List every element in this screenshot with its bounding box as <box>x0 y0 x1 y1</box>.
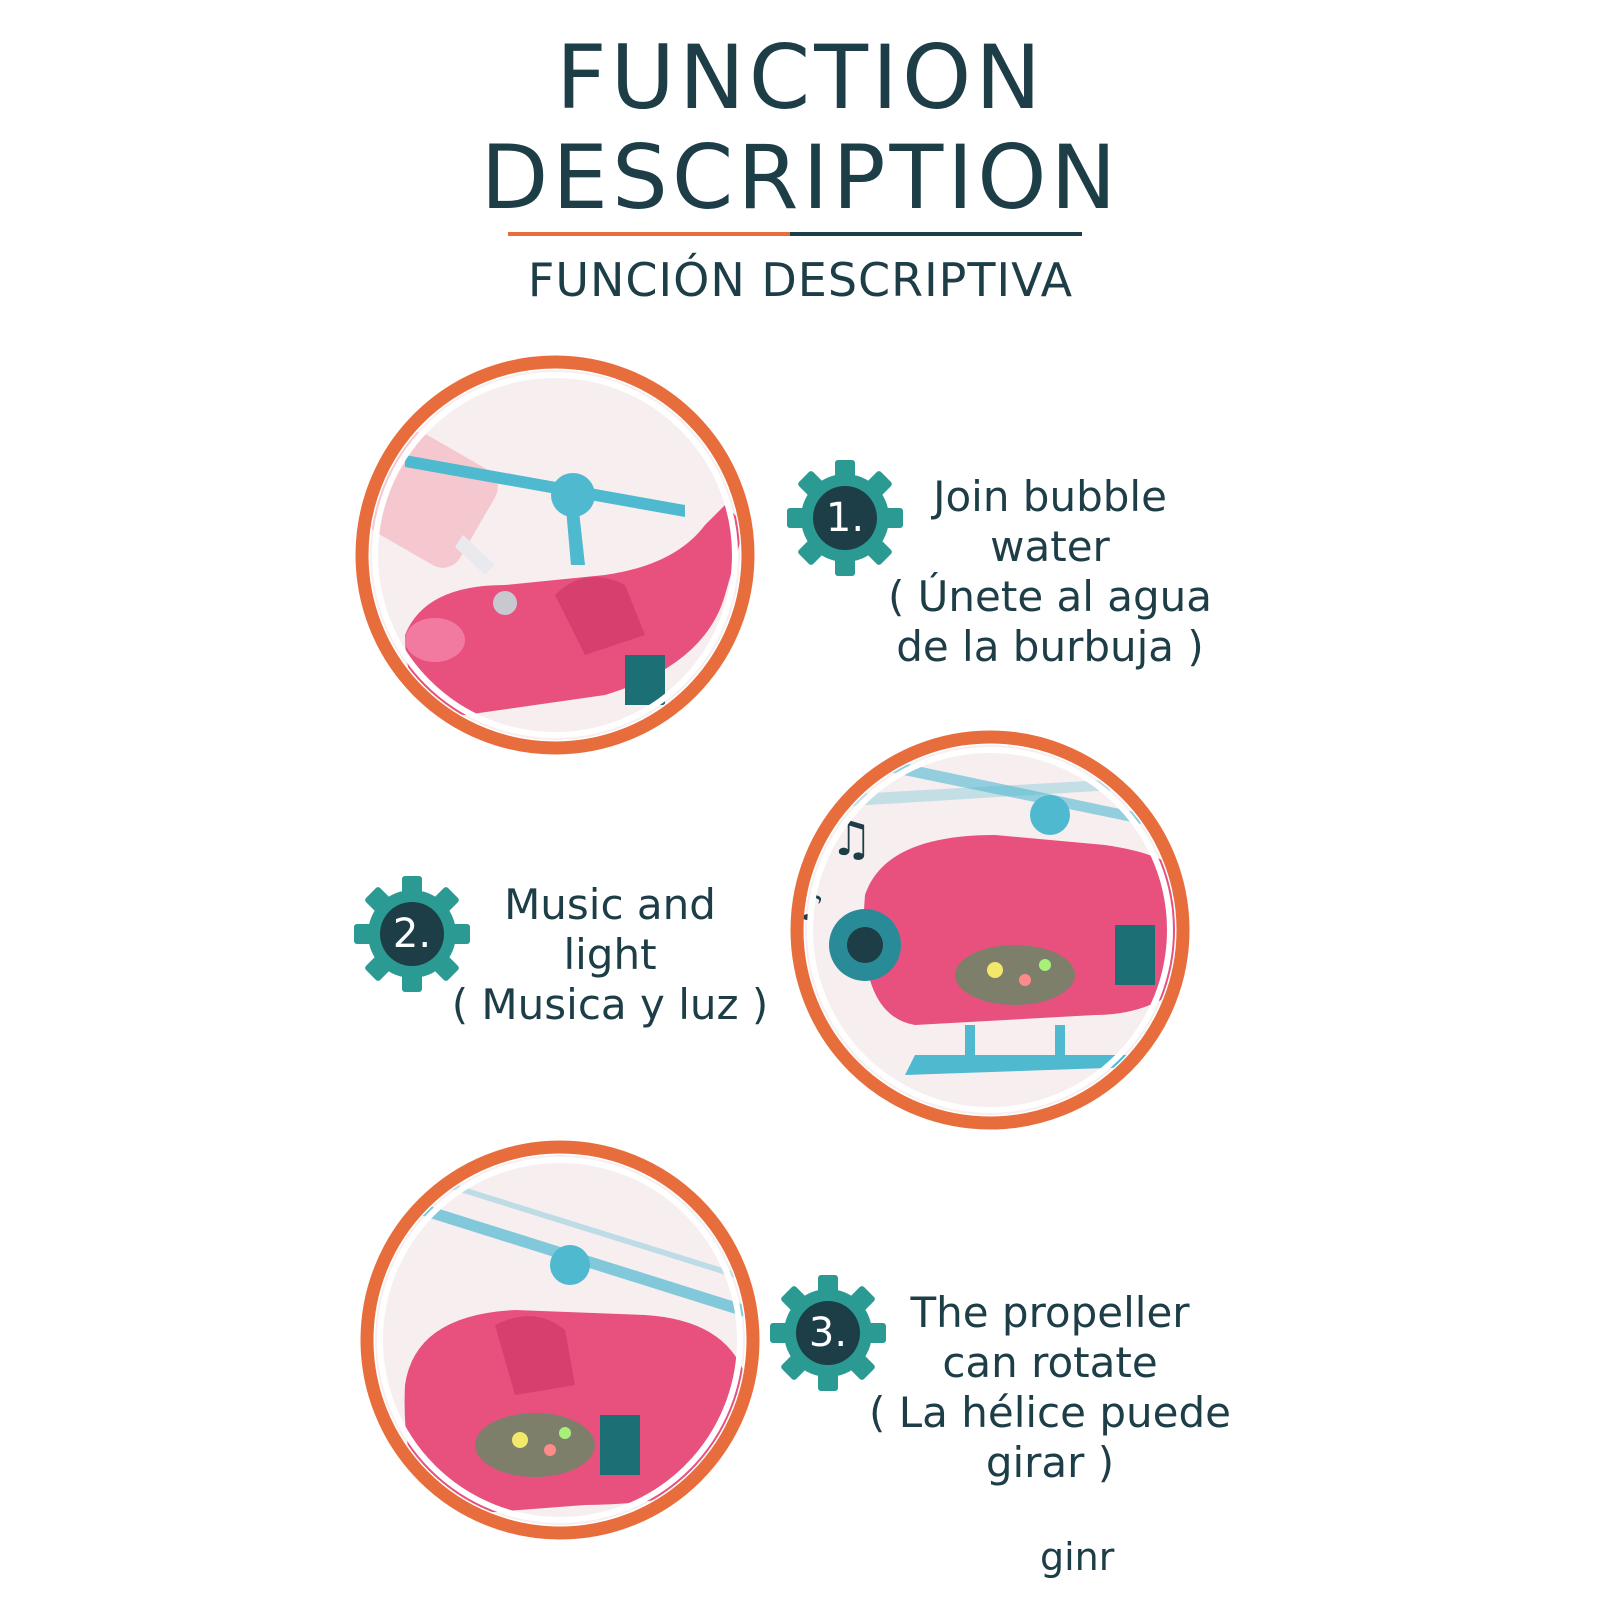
feature-2-photo: ♫ ♪ <box>790 730 1190 1130</box>
feature-2-line-1: Music and <box>504 880 716 929</box>
feature-2-gear-icon: 2. <box>352 874 472 994</box>
feature-1-number: 1. <box>825 495 865 541</box>
feature-2-line-3: ( Musica y luz ) <box>451 980 769 1029</box>
feature-2-line-2: light <box>563 930 657 979</box>
feature-1-photo <box>355 355 755 755</box>
feature-3-line-4: girar ) <box>985 1438 1115 1487</box>
title-line-2: DESCRIPTION <box>480 126 1121 229</box>
feature-1-gear-icon: 1. <box>785 458 905 578</box>
feature-3-line-2: can rotate <box>942 1338 1158 1387</box>
feature-1-line-4: de la burbuja ) <box>896 622 1204 671</box>
feature-3-number: 3. <box>808 1310 848 1356</box>
feature-3-caption: The propeller can rotate ( La hélice pue… <box>860 1288 1240 1488</box>
feature-3-gear-icon: 3. <box>768 1273 888 1393</box>
title-divider-orange <box>508 232 790 236</box>
feature-2-number: 2. <box>392 911 432 957</box>
stray-text: ginr <box>1040 1535 1115 1579</box>
feature-1-line-2: water <box>990 522 1110 571</box>
feature-3-line-3: ( La hélice puede <box>869 1388 1231 1437</box>
feature-1-line-1: Join bubble <box>933 472 1167 521</box>
title-line-1: FUNCTION <box>555 26 1046 129</box>
feature-3-photo <box>360 1140 760 1540</box>
feature-2-caption: Music and light ( Musica y luz ) <box>440 880 780 1030</box>
feature-3-line-1: The propeller <box>910 1288 1190 1337</box>
feature-1-line-3: ( Únete al agua <box>887 572 1213 621</box>
subtitle: FUNCIÓN DESCRIPTIVA <box>527 253 1074 307</box>
title-divider-dark <box>790 232 1082 236</box>
feature-1-caption: Join bubble water ( Únete al agua de la … <box>870 472 1230 672</box>
